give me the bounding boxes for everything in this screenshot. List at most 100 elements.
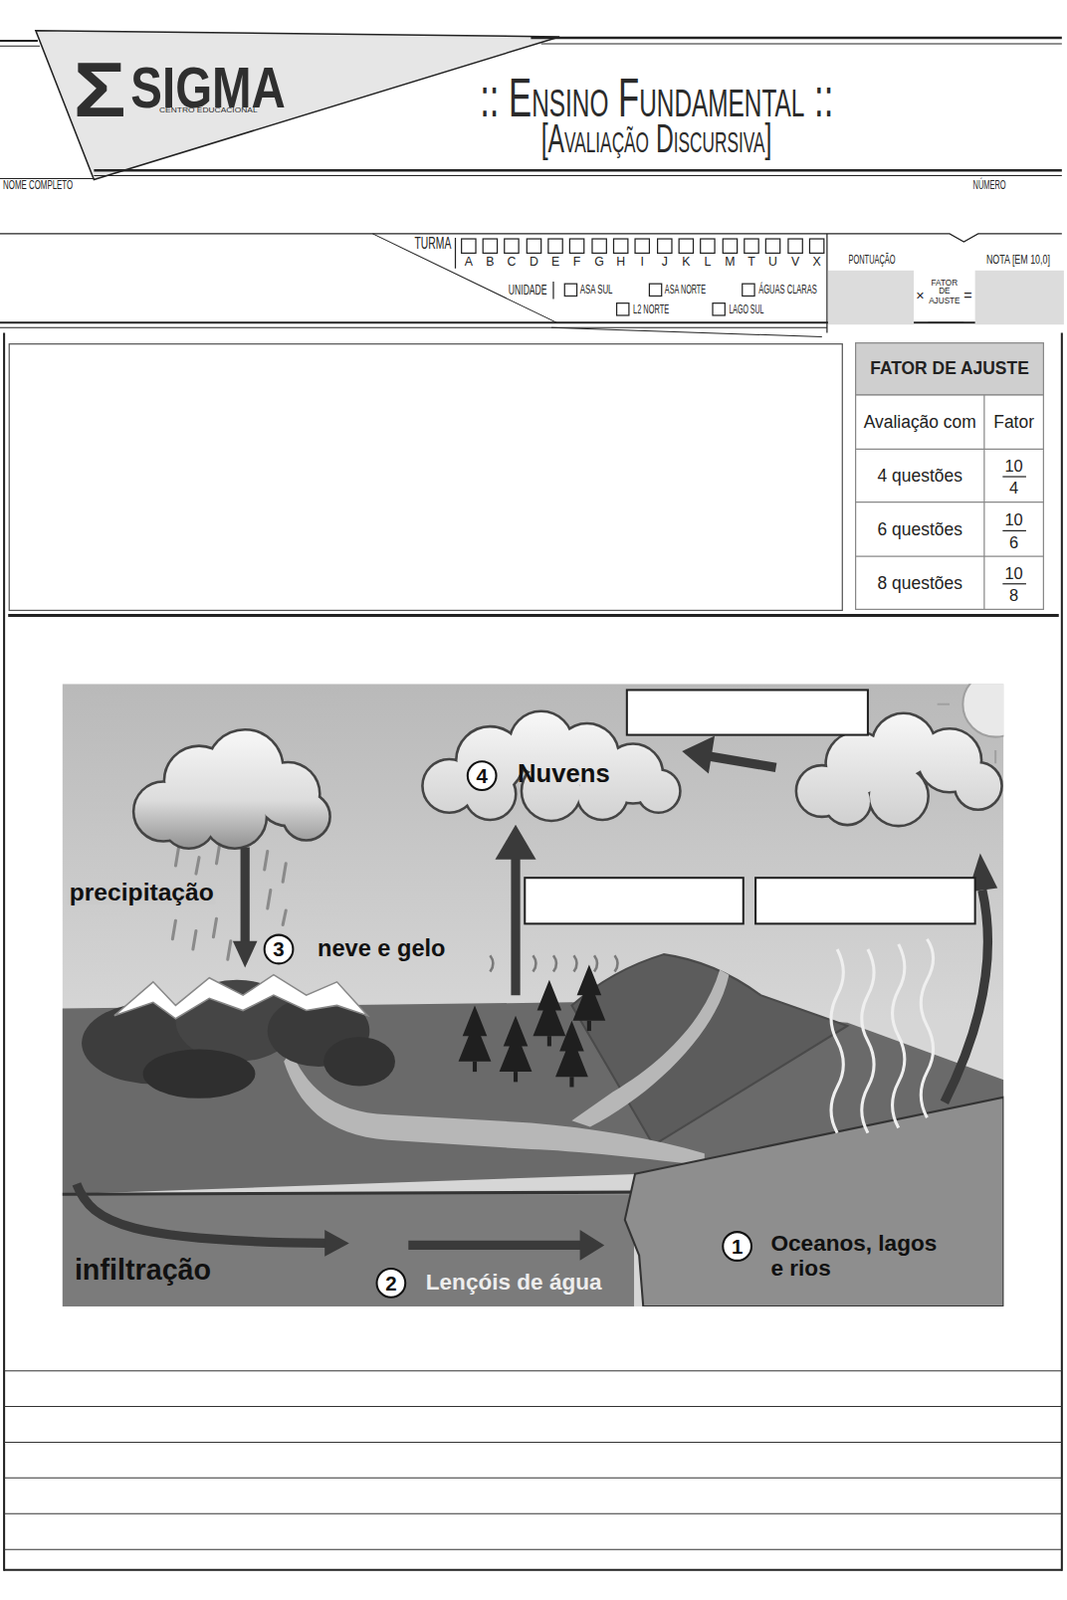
option-label: ASA SUL <box>580 283 614 296</box>
callout-number: 1 <box>731 1236 743 1258</box>
answer-lines <box>3 1406 1063 1408</box>
checkbox <box>526 238 541 253</box>
transpiration <box>594 955 598 972</box>
trees <box>458 1005 492 1062</box>
mountain <box>571 954 848 1146</box>
ocean <box>625 1097 1005 1307</box>
trees <box>513 1071 518 1082</box>
water-cycle-illustration <box>62 683 1005 1307</box>
part-label: Lençóis de água <box>426 1271 603 1294</box>
checkbox <box>788 238 803 253</box>
rain <box>267 889 271 908</box>
header-frame <box>454 237 456 269</box>
adjust-table <box>855 343 1045 396</box>
option-label: ÁGUAS CLARAS <box>758 283 818 296</box>
callout-number: 3 <box>272 939 284 961</box>
cloud <box>825 779 870 825</box>
cycle-arrow <box>240 847 250 944</box>
header-frame <box>828 270 914 325</box>
fraction-numerator: 10 <box>984 563 1044 583</box>
field-label: NOTA [EM 10,0] <box>986 252 1051 265</box>
adjust-table <box>1002 583 1027 585</box>
cloud <box>638 770 679 812</box>
option-label: LAGO SUL <box>728 303 764 316</box>
answer-lines <box>3 1513 1063 1515</box>
checkbox <box>648 283 661 296</box>
trees <box>555 1021 589 1077</box>
math-symbol: = <box>963 287 972 302</box>
class-letter: K <box>677 254 694 267</box>
rain <box>172 920 176 939</box>
checkbox <box>461 238 825 316</box>
cycle-arrow <box>232 941 258 969</box>
cloud <box>955 763 1001 809</box>
cycle-arrow <box>324 1230 350 1258</box>
adjust-table <box>855 343 1045 611</box>
page-frame <box>3 332 1063 1571</box>
math-symbol: × <box>915 287 924 302</box>
checkbox <box>744 238 759 253</box>
cloud <box>638 770 679 812</box>
evaporation <box>831 939 934 1134</box>
sun <box>937 703 950 706</box>
cycle-arrow <box>709 756 777 768</box>
checkbox <box>614 238 629 253</box>
cloud <box>825 779 870 825</box>
cycle-arrow <box>580 1230 606 1262</box>
process-label: infiltração <box>74 1257 212 1286</box>
checkbox <box>564 283 577 296</box>
cycle-arrow <box>408 1241 582 1251</box>
class-letter: H <box>612 254 629 267</box>
blank-answer-box <box>755 877 976 924</box>
header-frame <box>0 30 1065 338</box>
class-letter: B <box>481 254 498 267</box>
checkbox <box>722 238 737 253</box>
page-frame <box>1061 332 1064 1571</box>
rain-cloud <box>283 794 329 840</box>
rain <box>213 918 216 937</box>
field-label: NOME COMPLETO <box>2 179 73 192</box>
transpiration <box>532 955 536 972</box>
rain <box>215 845 219 863</box>
transpiration <box>553 955 557 972</box>
rain <box>264 852 268 870</box>
cloud <box>869 767 927 825</box>
fraction-numerator: 10 <box>984 510 1044 530</box>
header-frame <box>93 175 1062 177</box>
callout-number: 4 <box>475 765 487 787</box>
class-letter: M <box>721 254 738 267</box>
checkbox <box>700 238 715 253</box>
class-letter: F <box>568 254 585 267</box>
class-letter: D <box>525 254 542 267</box>
header-frame <box>93 169 1062 173</box>
logo-symbol: Σ <box>73 50 127 129</box>
rain-cloud <box>134 730 329 848</box>
header-frame <box>372 233 557 323</box>
rain-cloud <box>163 796 214 848</box>
trees <box>572 964 606 1021</box>
adjust-table <box>1002 530 1027 532</box>
transpiration <box>573 955 577 972</box>
callout-circle: 4 <box>466 760 498 792</box>
class-letter: V <box>787 254 804 267</box>
option-label: L2 NORTE <box>633 303 669 316</box>
checkbox <box>482 238 497 253</box>
ground-line <box>62 1192 636 1195</box>
blank-answer-box <box>524 689 975 924</box>
fraction-denominator: 6 <box>984 532 1044 552</box>
rain <box>227 941 231 960</box>
rain <box>282 863 286 882</box>
cycle-arrow <box>76 736 998 1262</box>
trees <box>499 1016 533 1072</box>
class-letter: T <box>743 254 760 267</box>
answer-lines <box>3 1371 1063 1551</box>
header-frame <box>975 270 1065 325</box>
trees <box>472 1062 477 1072</box>
adjust-table <box>1002 475 1027 477</box>
field-label: UNIDADE <box>508 281 548 297</box>
table-cell: 8 questões <box>855 556 985 610</box>
checkbox <box>504 238 519 253</box>
class-letter: E <box>547 254 564 267</box>
